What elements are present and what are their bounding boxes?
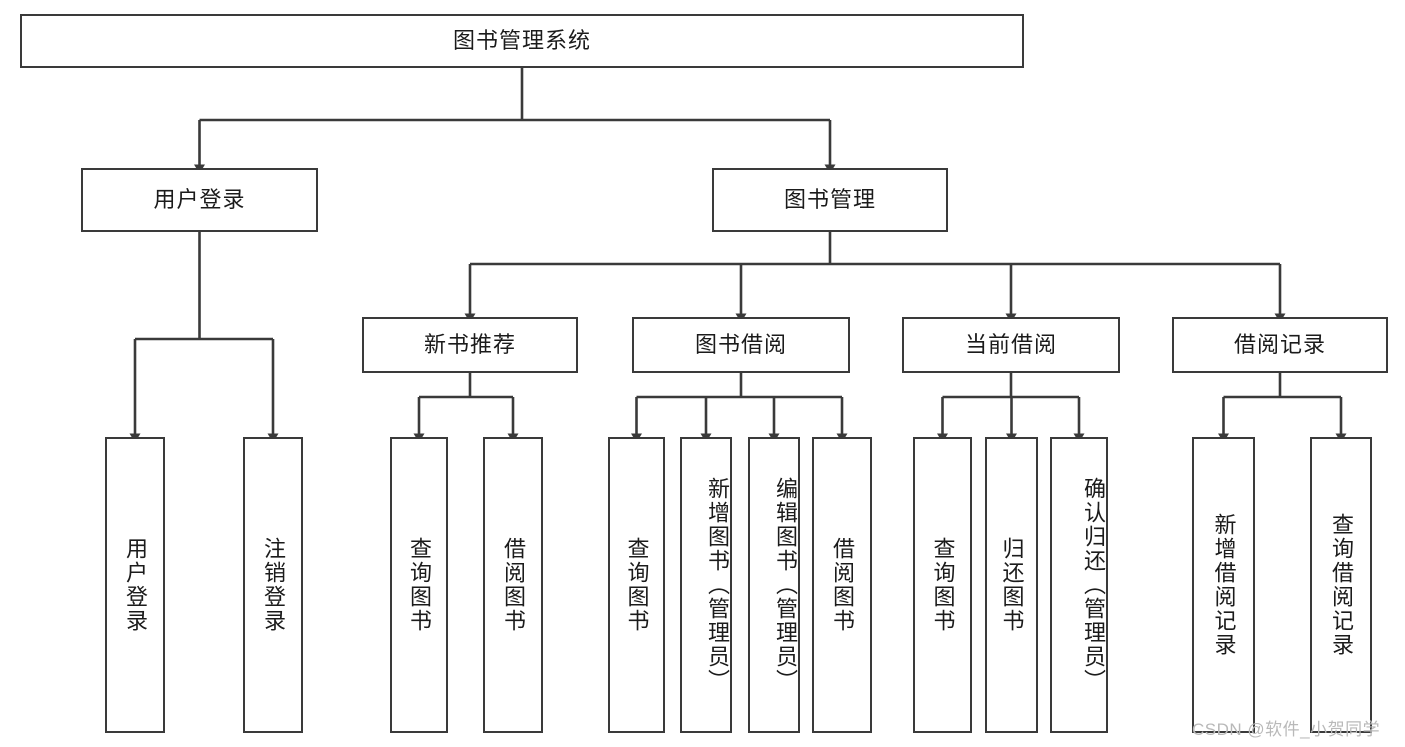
leaf-borrow-book[interactable]: 借阅图书 [812,437,872,733]
csdn-watermark: CSDN @软件_小贺同学 [1192,720,1381,739]
leaf-borrow-book-recommend[interactable]: 借阅图书 [483,437,543,733]
node-borrow-record[interactable]: 借阅记录 [1172,317,1388,373]
leaf-confirm-return-admin[interactable]: 确认归还（管理员） [1050,437,1108,733]
leaf-user-login[interactable]: 用户登录 [105,437,165,733]
node-current-borrow[interactable]: 当前借阅 [902,317,1120,373]
leaf-query-book-recommend[interactable]: 查询图书 [390,437,448,733]
leaf-add-book-admin[interactable]: 新增图书（管理员） [680,437,732,733]
node-root[interactable]: 图书管理系统 [20,14,1024,68]
leaf-query-borrow-record[interactable]: 查询借阅记录 [1310,437,1372,733]
leaf-return-book[interactable]: 归还图书 [985,437,1038,733]
leaf-query-book-current[interactable]: 查询图书 [913,437,972,733]
node-book-manage[interactable]: 图书管理 [712,168,948,232]
leaf-query-book-borrow[interactable]: 查询图书 [608,437,665,733]
node-user-login[interactable]: 用户登录 [81,168,318,232]
leaf-edit-book-admin[interactable]: 编辑图书（管理员） [748,437,800,733]
node-book-borrow[interactable]: 图书借阅 [632,317,850,373]
leaf-add-borrow-record[interactable]: 新增借阅记录 [1192,437,1255,733]
leaf-logout-login[interactable]: 注销登录 [243,437,303,733]
node-new-book-recommend[interactable]: 新书推荐 [362,317,578,373]
